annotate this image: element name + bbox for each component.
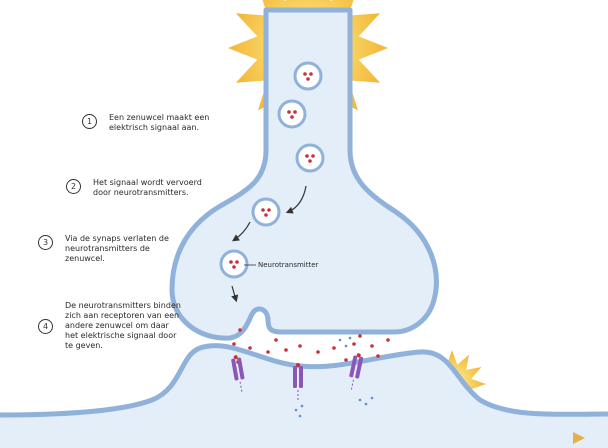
spent-neurotransmitter [299, 415, 302, 418]
neurotransmitter-molecule [308, 159, 312, 163]
spent-neurotransmitter [349, 337, 352, 340]
presynaptic-terminal [172, 10, 436, 338]
vesicle-membrane [253, 199, 279, 225]
neurotransmitter-molecule [261, 208, 265, 212]
vesicle [297, 145, 323, 171]
step-number: 1 [82, 114, 97, 129]
neurotransmitter-molecule [267, 208, 271, 212]
neurotransmitter-molecule [290, 115, 294, 119]
released-neurotransmitter [274, 338, 278, 342]
bound-neurotransmitter [296, 363, 300, 367]
vesicle [221, 251, 247, 277]
spent-neurotransmitter [359, 399, 362, 402]
released-neurotransmitter [298, 344, 302, 348]
vesicle-membrane [297, 145, 323, 171]
released-neurotransmitter [266, 350, 270, 354]
spent-neurotransmitter [365, 403, 368, 406]
neurotransmitter-molecule [235, 260, 239, 264]
vesicle-membrane [279, 101, 305, 127]
released-neurotransmitter [358, 334, 362, 338]
released-neurotransmitter [232, 342, 236, 346]
released-neurotransmitter [352, 342, 356, 346]
step-4: 4 De neurotransmitters binden zich aan r… [38, 301, 183, 351]
released-neurotransmitter [248, 346, 252, 350]
receptor-subunit [299, 366, 303, 388]
released-neurotransmitter [238, 328, 242, 332]
step-2: 2 Het signaal wordt vervoerd door neurot… [66, 178, 211, 198]
step-number: 4 [38, 319, 53, 334]
step-number: 2 [66, 179, 81, 194]
postsynaptic-neuron [0, 346, 608, 448]
neurotransmitter-molecule [305, 154, 309, 158]
released-neurotransmitter [370, 344, 374, 348]
neurotransmitter-molecule [311, 154, 315, 158]
step-text: De neurotransmitters binden zich aan rec… [65, 301, 183, 351]
vesicle-label: Neurotransmitter [258, 261, 318, 269]
released-neurotransmitter [376, 354, 380, 358]
vesicle [253, 199, 279, 225]
released-neurotransmitter [344, 358, 348, 362]
vesicle-membrane [295, 63, 321, 89]
receptor-subunit [293, 366, 297, 388]
neurotransmitter-molecule [306, 77, 310, 81]
step-number: 3 [38, 235, 53, 250]
spent-neurotransmitter [339, 339, 342, 342]
released-neurotransmitter [386, 338, 390, 342]
spent-neurotransmitter [371, 397, 374, 400]
neurotransmitter-molecule [293, 110, 297, 114]
step-1: 1 Een zenuwcel maakt een elektrisch sign… [82, 113, 227, 133]
neurotransmitter-molecule [264, 213, 268, 217]
vesicle-membrane [221, 251, 247, 277]
released-neurotransmitter [332, 346, 336, 350]
neurotransmitter-molecule [232, 265, 236, 269]
neurotransmitter-molecule [303, 72, 307, 76]
vesicle [295, 63, 321, 89]
released-neurotransmitter [284, 348, 288, 352]
spent-neurotransmitter [301, 405, 304, 408]
step-text: Het signaal wordt vervoerd door neurotra… [93, 178, 211, 198]
step-3: 3 Via de synaps verlaten de neurotransmi… [38, 234, 183, 264]
neurotransmitter-molecule [309, 72, 313, 76]
neurotransmitter-molecule [287, 110, 291, 114]
released-neurotransmitter [316, 350, 320, 354]
step-text: Via de synaps verlaten de neurotransmitt… [65, 234, 183, 264]
spent-neurotransmitter [295, 409, 298, 412]
spent-neurotransmitter [345, 345, 348, 348]
vesicle [279, 101, 305, 127]
step-text: Een zenuwcel maakt een elektrisch signaa… [109, 113, 227, 133]
neurotransmitter-molecule [229, 260, 233, 264]
